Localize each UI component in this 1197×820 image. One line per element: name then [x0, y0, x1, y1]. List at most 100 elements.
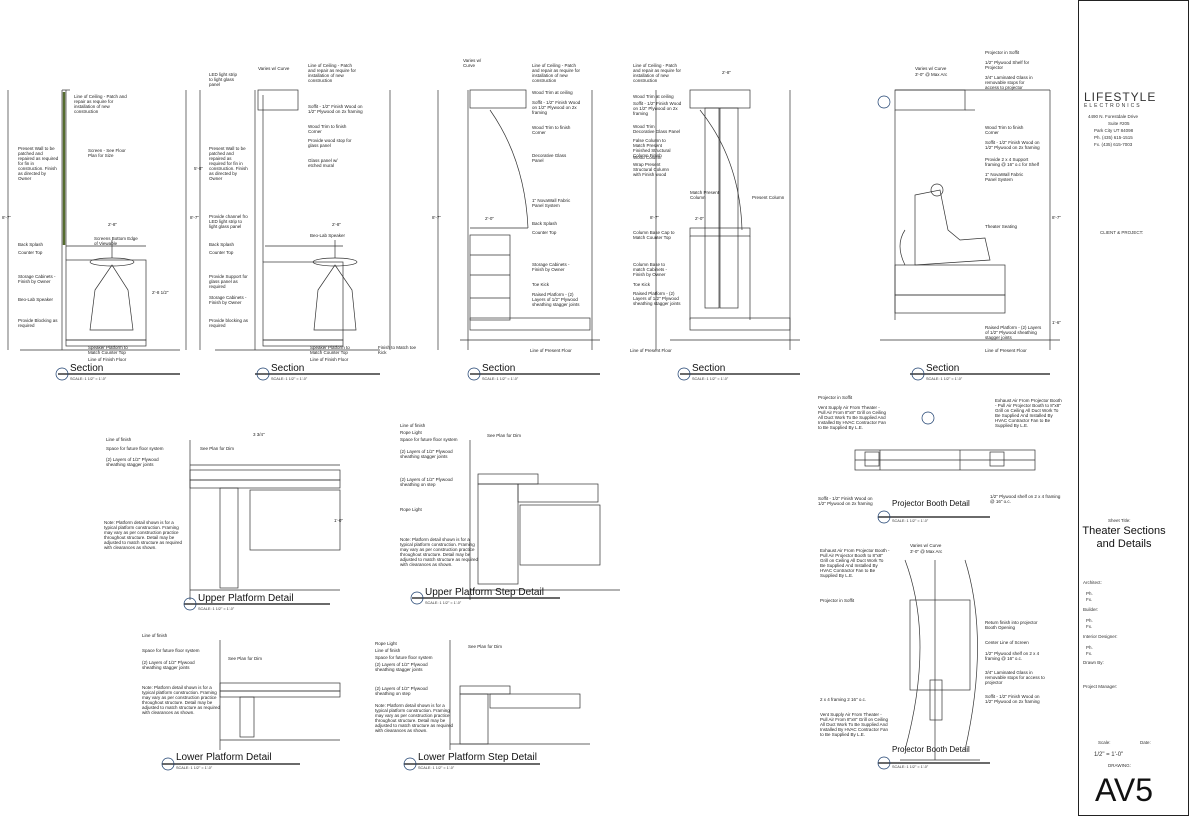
- architect-ph: Ph.: [1086, 591, 1093, 596]
- dim-1-6-s5: 1'-6": [1052, 320, 1061, 325]
- note: Wood Trim to finish Corner: [308, 124, 347, 134]
- builder-fx: Fx.: [1086, 624, 1093, 629]
- section-3-title: Section: [482, 363, 516, 374]
- projector-booth-2-drawing: [900, 559, 980, 761]
- section-2-drawing: [199, 89, 391, 351]
- upper-platform-step-title: Upper Platform Step Detail: [425, 587, 544, 598]
- note: Screens Bottom Edge of Viewable: [94, 236, 138, 246]
- note: Rope Light: [400, 430, 422, 435]
- drawing-label: DRAWING:: [1108, 763, 1131, 768]
- dim-max-arc-s5: 3'-0" @ Max Arc: [915, 72, 948, 77]
- note: False Column to Match Present Finished S…: [633, 138, 671, 158]
- note: Projector in Soffit: [820, 598, 855, 603]
- note: Provide 2 x 4 Support framing @ 16" o.c …: [985, 157, 1039, 167]
- note: Projector in Soffit: [985, 50, 1020, 55]
- booth-1-scale: SCALE: 1 1/2" = 1'-0": [892, 519, 929, 523]
- note: (2) Layers of 1/2" Plywood sheathing on …: [375, 686, 428, 696]
- dim-varies-s5: Varies w/ Curve: [915, 66, 947, 71]
- section-1-scale: SCALE: 1 1/2" = 1'-0": [70, 377, 107, 381]
- note: 3/4" Laminated Glass in removable stops …: [985, 670, 1045, 685]
- note: 1/2" Plywood Shelf for Projector: [985, 60, 1030, 70]
- note: Present Column: [752, 195, 785, 200]
- note: Soffit - 1/2" Finish Wood on 1/2" Plywoo…: [308, 104, 363, 114]
- note: Note: Platform detail shown is for a typ…: [400, 537, 479, 567]
- note: Counter Top: [532, 230, 557, 235]
- drawn-by-label: Drawn By:: [1083, 660, 1104, 665]
- lower-platform-step-title: Lower Platform Step Detail: [418, 752, 537, 763]
- title-underlines: [58, 373, 1050, 765]
- note: (2) Layers of 1/2" Plywood sheathing on …: [400, 477, 453, 487]
- note: 1" NovaWall Fabric Panel System: [532, 198, 571, 208]
- project-manager-label: Project Manager:: [1083, 684, 1118, 689]
- scale-value: 1/2" = 1'-0": [1094, 752, 1124, 758]
- note: Speaker Platform to Match Counter Top: [310, 345, 350, 355]
- note: Raised Platform - (2) Layers of 1/2" Ply…: [633, 291, 681, 306]
- note: Space for future floor system: [400, 437, 458, 442]
- note: Rope Light: [375, 641, 397, 646]
- dim-2-8-s4: 2'-8": [722, 70, 731, 75]
- note: Space for future floor system: [106, 446, 164, 451]
- booth-2-scale: SCALE: 1 1/2" = 1'-0": [892, 765, 929, 769]
- note: See Plan for Dim: [200, 446, 235, 451]
- note: See Plan for Dim: [228, 656, 263, 661]
- note: Soffit - 1/2" Finish Wood on 1/2" Plywoo…: [633, 101, 682, 116]
- section-1-title: Section: [70, 363, 104, 374]
- note: Toe Kick: [532, 282, 550, 287]
- note: Center Line of Screen: [985, 640, 1029, 645]
- note: Line of Present Floor: [530, 348, 572, 353]
- note: Decorative Glass Panel: [633, 129, 681, 134]
- note: Wrap Present Structural Column with Fini…: [633, 162, 670, 177]
- note: Match Present Column: [690, 190, 720, 200]
- note: Line of Ceiling - Patch and repair as re…: [532, 63, 581, 83]
- note: Projector in Soffit: [818, 395, 853, 400]
- note: 1" NovaWall Fabric Panel System: [985, 172, 1024, 182]
- note: Screen - See Floor Plan for Size: [88, 148, 126, 158]
- dim-varies-s3: Varies w/ Curve: [463, 58, 482, 68]
- architect-label: Architect:: [1083, 580, 1102, 585]
- note: (2) Layers of 1/2" Plywood sheathing sta…: [106, 457, 159, 467]
- note: Exhaust Air From Projector Booth - Pull …: [820, 548, 890, 578]
- note: Line of Ceiling - Patch and repair as re…: [308, 63, 357, 83]
- note: Note: Platform detail shown is for a typ…: [142, 685, 221, 715]
- note: (2) Layers of 1/2" Plywood sheathing sta…: [142, 660, 195, 670]
- note: Raised Platform - (2) Layers of 1/2" Ply…: [532, 292, 580, 307]
- dim-5-8-s1: 5'-8": [194, 166, 203, 171]
- dim-1-0-upper: 1'-0": [334, 518, 343, 523]
- dim-varies-booth2: Varies w/ Curve: [910, 543, 942, 548]
- note: 3/4" Laminated Glass in removable stops …: [985, 75, 1033, 90]
- note: Space for future floor system: [375, 655, 433, 660]
- note: Line of Present Floor: [985, 348, 1027, 353]
- section-5-drawing: [880, 89, 1060, 350]
- note: Line of finish: [106, 437, 132, 442]
- note: 2 x 4 framing 2 16" o.c.: [820, 697, 867, 702]
- dim-varies-s2: Varies w/ Curve: [258, 66, 290, 71]
- section-5-scale: SCALE: 1 1/2" = 1'-0": [926, 377, 963, 381]
- note: Return finish into projector Booth Openi…: [985, 620, 1038, 630]
- note: Note: Platform detail shown is for a typ…: [375, 703, 454, 733]
- sheet-title: Theater Sections and Details: [1082, 525, 1166, 550]
- section-4-title: Section: [692, 363, 726, 374]
- address-2: Suite #205: [1108, 121, 1130, 126]
- note: Beo-Lab Speaker: [310, 233, 346, 238]
- title-block: [1078, 0, 1189, 816]
- company-sub: ELECTRONICS: [1084, 103, 1142, 109]
- fax: Fx. (435) 615-7003: [1094, 142, 1133, 147]
- dim-2-0-s3: 2'-0": [485, 216, 494, 221]
- lower-platform-step-scale: SCALE: 1 1/2" = 1'-0": [418, 766, 455, 770]
- designer-ph: Ph.: [1086, 645, 1093, 650]
- note: Line of finish: [142, 633, 168, 638]
- note: Counter Top: [209, 250, 234, 255]
- upper-platform-step-scale: SCALE: 1 1/2" = 1'-0": [425, 601, 462, 605]
- note: See Plan for Dim: [468, 644, 503, 649]
- dim-2-8-s2: 2'-8": [332, 222, 341, 227]
- note: Wood Trim at ceiling: [532, 90, 573, 95]
- note: Rope Light: [400, 507, 422, 512]
- section-1-drawing: [7, 89, 187, 351]
- dim-2-0-s4: 2'-0": [695, 216, 704, 221]
- note: Back Splash: [18, 242, 44, 247]
- note: Beo-Lab Speaker: [18, 297, 54, 302]
- projector-booth-1-drawing: [854, 449, 1036, 471]
- note: Storage Cabinets - Finish by Owner: [209, 295, 247, 305]
- note: Soffit - 1/2" Finish Wood on 1/2" Plywoo…: [532, 100, 581, 115]
